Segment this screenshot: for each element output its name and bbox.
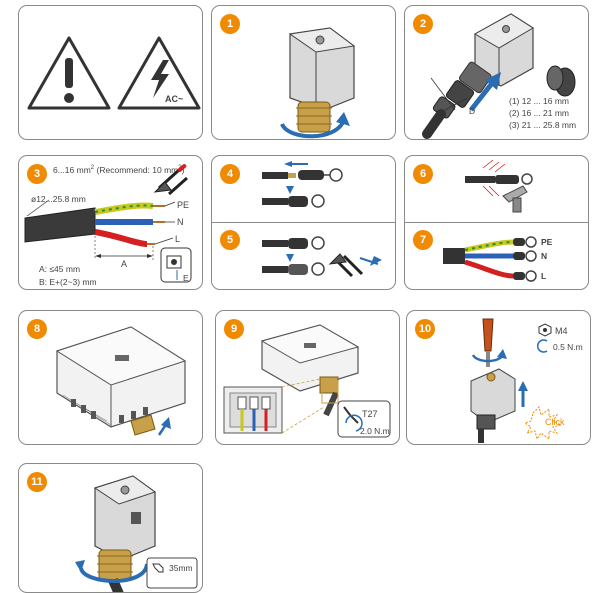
step-8-panel: 8 <box>18 310 203 445</box>
step-number: 6 <box>413 164 433 184</box>
terminal-fastening-illustration <box>223 324 391 438</box>
step-3-panel: 3 6...16 mm2 (Recommend: 10 mm2) ø12...2… <box>18 155 203 290</box>
step-9-panel: 9 T27 2.0 N.m <box>215 310 400 445</box>
high-voltage-icon <box>117 36 201 110</box>
crimp-terminal-illustration <box>262 161 382 278</box>
n-label: N <box>177 217 184 227</box>
step-number: 11 <box>27 472 47 492</box>
step-number: 10 <box>415 319 435 339</box>
step-4-5-panel: 4 5 <box>211 155 396 290</box>
dimension-e: E <box>183 273 189 283</box>
cable-diameter-label: ø12...25.8 mm <box>31 194 86 204</box>
inverter-insert-illustration <box>55 326 187 436</box>
step-divider <box>212 222 395 223</box>
caution-icon <box>27 36 111 110</box>
click-label: Click <box>545 417 565 427</box>
heat-shrink-illustration <box>443 159 537 282</box>
step-divider <box>405 222 588 223</box>
torque-value: 0.5 N.m <box>553 342 583 352</box>
step-number: 2 <box>413 14 433 34</box>
connector-unscrew-illustration <box>280 27 356 139</box>
crimp-tool-icon <box>328 253 382 278</box>
note-b: B: E+(2~3) mm <box>39 277 97 287</box>
step-1-panel: 1 <box>211 5 396 140</box>
size-range-2: (2) 16 ... 21 mm <box>509 108 569 118</box>
warning-panel: AC~ <box>18 5 203 140</box>
step-number: 8 <box>27 319 47 339</box>
step-number: 7 <box>413 230 433 250</box>
heat-gun-icon <box>502 185 528 213</box>
size-range-3: (3) 21 ... 25.8 mm <box>509 120 577 130</box>
note-a: A: ≤45 mm <box>39 264 81 274</box>
step-6-7-panel: 6 7 PE N L <box>404 155 589 290</box>
l-label: L <box>175 234 181 244</box>
tool-size: T27 <box>362 409 378 419</box>
crimp-tool-icon <box>153 164 188 196</box>
step-10-panel: 10 M4 0.5 N.m Click <box>406 310 591 445</box>
cap-tightening-illustration <box>75 475 198 592</box>
l-label: L <box>541 271 547 281</box>
diameter-label: D <box>469 106 476 116</box>
step-number: 3 <box>27 164 47 184</box>
torque-value: 2.0 N.m <box>360 426 390 436</box>
warning-symbols <box>27 36 201 110</box>
pe-label: PE <box>541 237 553 247</box>
step-2-panel: 2 D (1) 12 ... 16 mm (2) 16 ... 21 mm (3… <box>404 5 589 140</box>
wrench-size: 35mm <box>169 563 193 573</box>
screw-size: M4 <box>555 326 568 336</box>
cable-strip-illustration <box>24 164 192 283</box>
step-number: 1 <box>220 14 240 34</box>
n-label: N <box>541 251 548 261</box>
step-number: 9 <box>224 319 244 339</box>
dimension-a: A <box>121 259 128 269</box>
step-number: 4 <box>220 164 240 184</box>
screw-tightening-illustration <box>470 318 563 443</box>
step-11-panel: 11 35mm <box>18 463 203 593</box>
step-number: 5 <box>220 230 240 250</box>
pe-label: PE <box>177 200 190 210</box>
size-range-1: (1) 12 ... 16 mm <box>509 96 569 106</box>
ac-label: AC~ <box>165 94 184 104</box>
connector-parts-illustration <box>422 13 576 139</box>
